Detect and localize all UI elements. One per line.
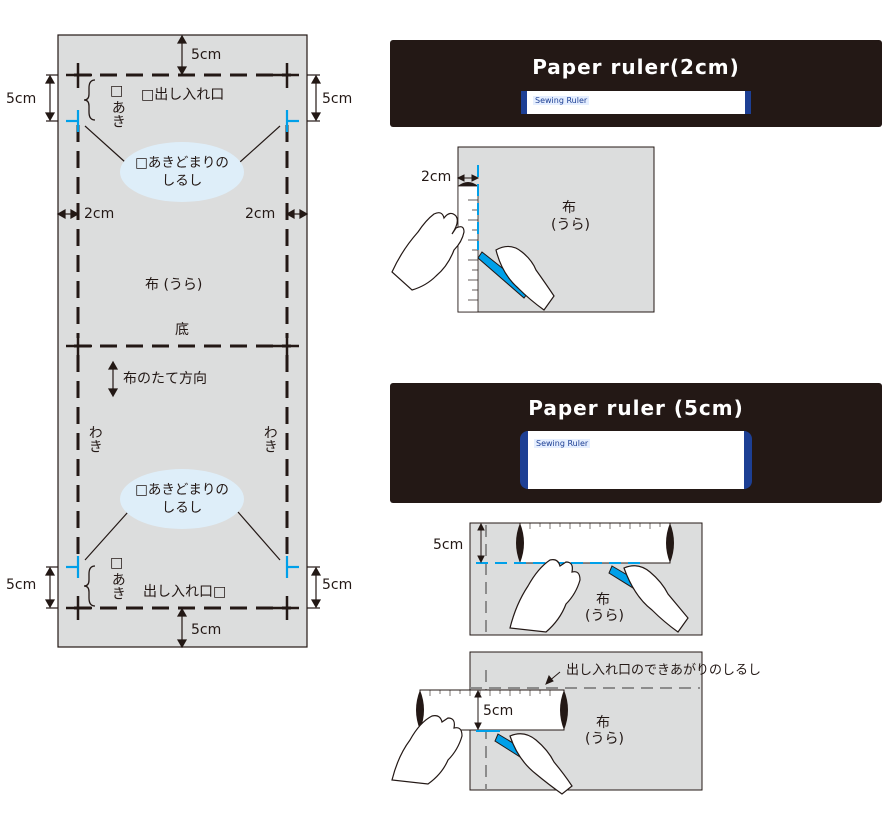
fabric-5cm-bottom: [469, 651, 703, 791]
ruler-2cm-product: Sewing Ruler: [521, 91, 751, 114]
right-side-allowance-label: 2cm: [245, 206, 276, 222]
panel-5cm-top-fabric-2: (うら): [585, 608, 624, 624]
side-label-right: わき: [261, 425, 278, 453]
panel-5cm-bottom-fabric-2: (うら): [585, 731, 624, 747]
top-allowance-label: 5cm: [191, 47, 222, 63]
panel-2cm-measure: 2cm: [421, 169, 452, 185]
gap-brace-top: [83, 79, 96, 121]
banner-5cm-title: Paper ruler (5cm): [528, 396, 744, 420]
panel-2cm-fabric-2: (うら): [551, 217, 590, 233]
bubble-top-line2: しるし: [161, 173, 203, 190]
finish-mark-annotation: 出し入れ口のできあがりのしるし: [566, 663, 762, 678]
gap-brace-bottom: [83, 565, 96, 607]
banner-2cm-title: Paper ruler(2cm): [532, 55, 740, 79]
stop-mark-bubble-top: □あきどまりの しるし: [120, 142, 244, 202]
hand-left-5cm-top: [509, 559, 581, 633]
left-top-allowance-label: 5cm: [6, 91, 37, 107]
ruler-5cm-top: [519, 522, 671, 564]
panel-5cm-bottom-fabric-1: 布: [596, 715, 610, 731]
opening-label-top: □出し入れ口: [141, 87, 225, 103]
hand-right-5cm-bottom: [509, 733, 573, 795]
hand-right-2cm: [495, 245, 555, 311]
right-bottom-allowance-label: 5cm: [322, 577, 353, 593]
left-side-allowance-label: 2cm: [84, 206, 115, 222]
bubble-top-line1: あきどまりの: [147, 155, 229, 171]
stop-mark-bubble-bottom: □あきどまりの しるし: [120, 469, 244, 529]
right-top-allowance-label: 5cm: [322, 91, 353, 107]
ruler-5cm-brand: Sewing Ruler: [534, 439, 591, 448]
fabric-sheet: [57, 34, 308, 648]
side-label-left: わき: [86, 425, 103, 453]
gap-label-bottom: □: [110, 555, 124, 571]
panel-2cm-fabric-1: 布: [562, 200, 576, 216]
panel-5cm-top-fabric-1: 布: [596, 592, 610, 608]
panel-5cm-top-measure: 5cm: [433, 537, 464, 553]
ruler-5cm-product: Sewing Ruler: [520, 431, 752, 489]
hand-right-5cm-top: [623, 565, 689, 633]
fabric-2cm: [457, 146, 655, 313]
banner-2cm: Paper ruler(2cm) Sewing Ruler: [390, 40, 882, 127]
hand-left-5cm-bottom: [391, 715, 463, 785]
bubble-bottom-line2: しるし: [161, 500, 203, 517]
ruler-2cm-brand: Sewing Ruler: [533, 96, 590, 105]
gap-label-top-text: あき: [109, 100, 126, 128]
bottom-fold-label: 底: [175, 322, 189, 338]
gap-label-bottom-text: あき: [109, 572, 126, 600]
ruler-2cm: [457, 185, 479, 313]
bubble-bottom-line1: あきどまりの: [147, 482, 229, 498]
panel-5cm-bottom-measure: 5cm: [483, 703, 514, 719]
left-bottom-allowance-label: 5cm: [6, 577, 37, 593]
banner-5cm: Paper ruler (5cm) Sewing Ruler: [390, 383, 882, 503]
hand-left-2cm: [391, 212, 465, 291]
opening-label-bottom: 出し入れ口□: [143, 584, 227, 600]
grain-label: 布のたて方向: [123, 371, 207, 387]
bottom-allowance-label: 5cm: [191, 622, 222, 638]
fabric-label: 布 (うら): [145, 277, 203, 293]
gap-label-top: □: [110, 83, 124, 99]
